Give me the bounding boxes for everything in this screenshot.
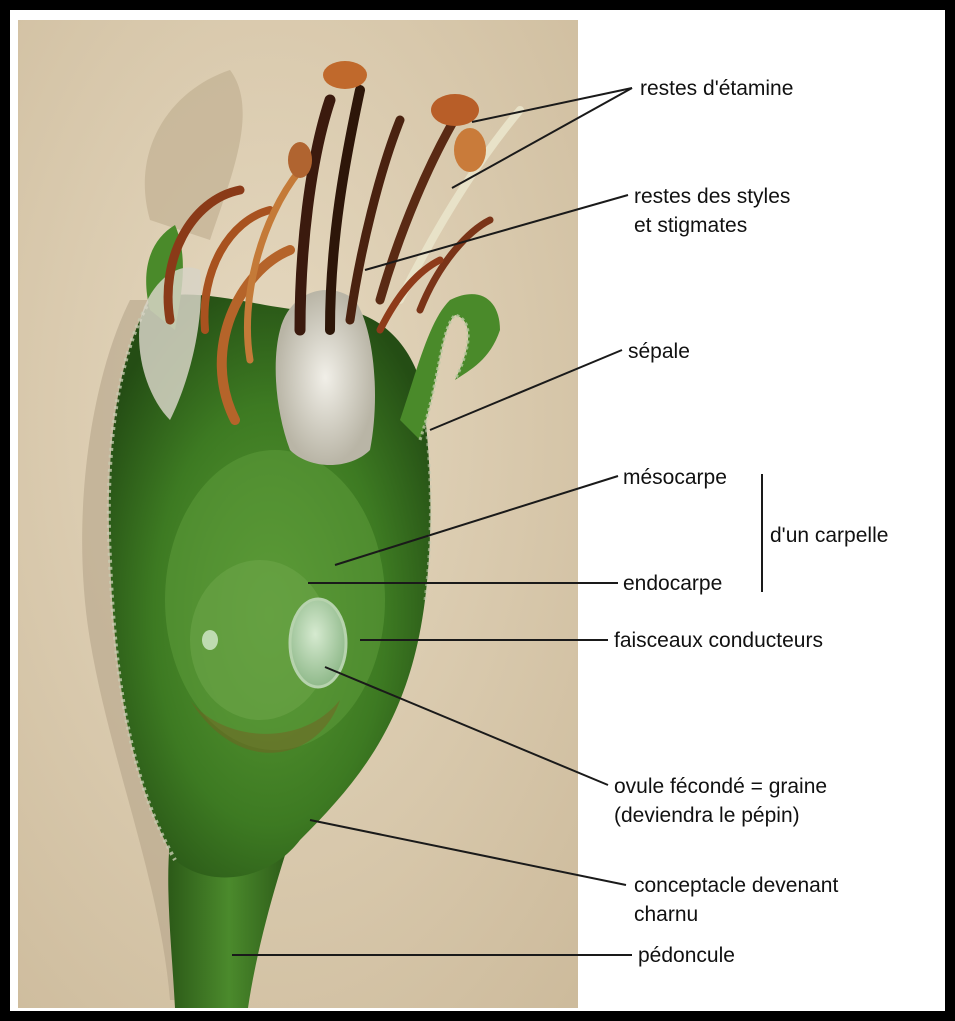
- label-peduncle: pédoncule: [638, 941, 735, 970]
- label-ovule-line1: ovule fécondé = graine: [614, 772, 827, 801]
- label-styles-line1: restes des styles: [634, 182, 790, 211]
- ovule-highlight: [202, 630, 218, 650]
- label-receptacle-line1: conceptacle devenant: [634, 871, 838, 900]
- anther: [431, 94, 479, 126]
- label-vascular-bundles: faisceaux conducteurs: [614, 626, 823, 655]
- label-endocarp: endocarpe: [623, 569, 722, 598]
- annotation-panel: [578, 20, 935, 1008]
- fertilized-ovule: [290, 599, 346, 687]
- label-styles-line2: et stigmates: [634, 211, 747, 240]
- label-mesocarp: mésocarpe: [623, 463, 727, 492]
- label-carpel: d'un carpelle: [770, 521, 888, 550]
- label-receptacle-line2: charnu: [634, 900, 698, 929]
- label-stamen-remains: restes d'étamine: [640, 74, 793, 103]
- label-sepal: sépale: [628, 337, 690, 366]
- anther: [454, 128, 486, 172]
- anther: [288, 142, 312, 178]
- label-ovule-line2: (deviendra le pépin): [614, 801, 800, 830]
- anther: [323, 61, 367, 89]
